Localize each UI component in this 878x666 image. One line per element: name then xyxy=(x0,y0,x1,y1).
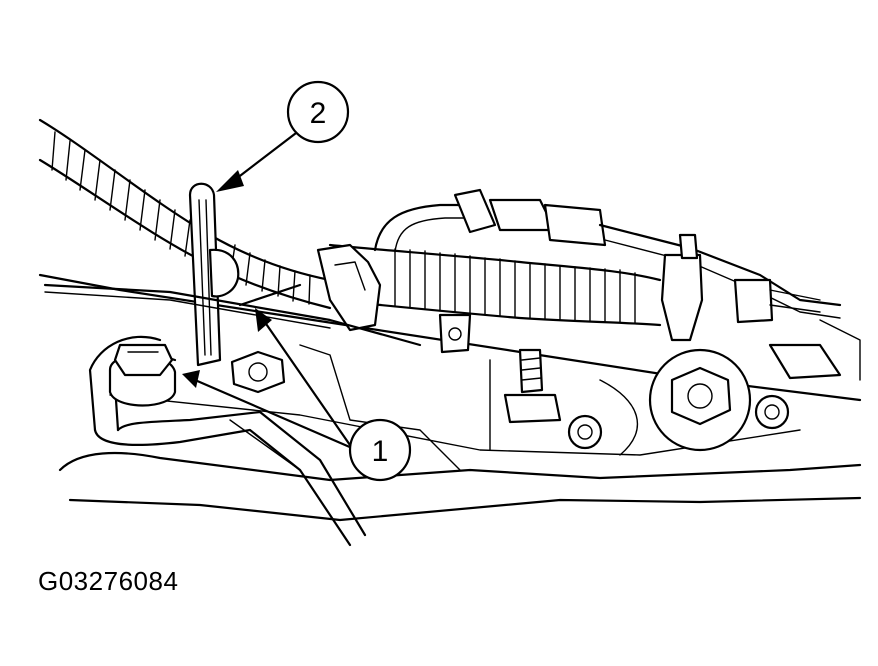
bracket xyxy=(188,182,240,367)
harness-clip xyxy=(316,233,704,342)
arrow-head-1a xyxy=(255,308,272,332)
callout-1-label: 1 xyxy=(372,435,389,468)
cable xyxy=(43,283,422,347)
wiring-harness-upper xyxy=(38,118,332,310)
leader-lines xyxy=(182,128,354,450)
callout-1: 1 xyxy=(348,418,412,482)
callout-2-label: 2 xyxy=(310,97,327,130)
bolt-right xyxy=(648,348,752,452)
small-bolts xyxy=(438,313,790,450)
stud-center xyxy=(503,348,562,424)
bolt-left xyxy=(108,343,177,407)
sensor-wires xyxy=(373,188,842,380)
nut-left xyxy=(230,350,286,394)
arrow-head-1b xyxy=(182,370,200,388)
callout-2: 2 xyxy=(286,80,350,144)
arrow-head-2 xyxy=(216,170,244,192)
figure-id: G03276084 xyxy=(38,566,179,596)
